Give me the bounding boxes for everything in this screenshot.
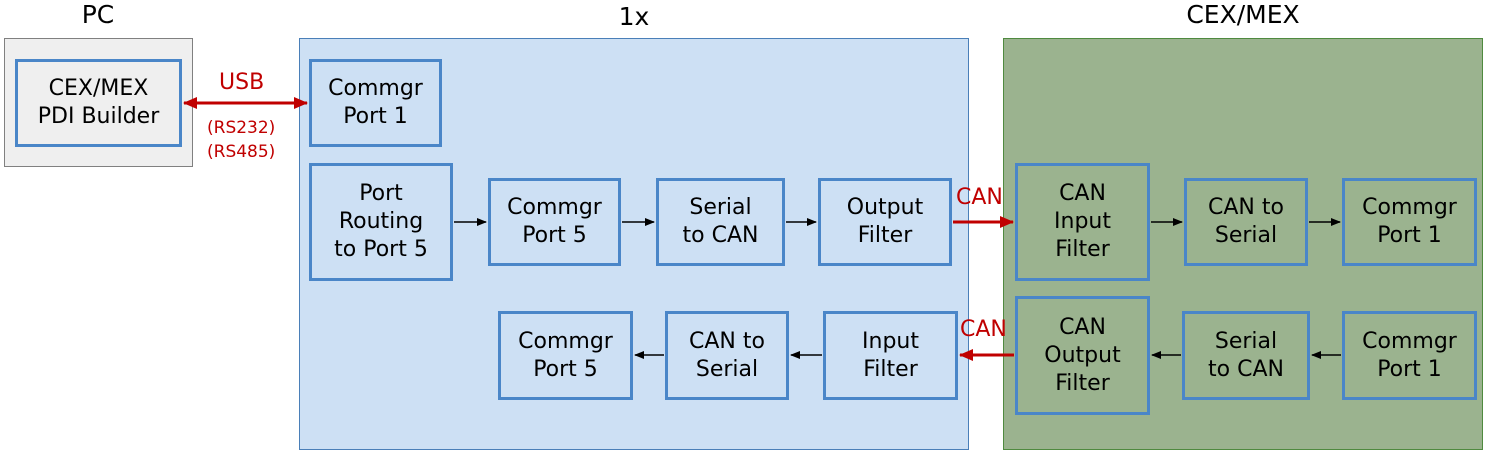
cexmex-region xyxy=(1003,38,1483,450)
rs232-label: (RS232) xyxy=(207,118,276,138)
cexmex-can-to-serial-box: CAN to Serial xyxy=(1184,178,1308,266)
onex-commgr-port5-bottom-line1: Commgr xyxy=(518,328,613,354)
can-output-filter-box: CAN Output Filter xyxy=(1015,296,1150,415)
onex-serial-to-can-line2: to CAN xyxy=(682,223,759,248)
cexmex-serial-to-can-line1: Serial xyxy=(1214,328,1278,354)
onex-commgr-port5-top-line1: Commgr xyxy=(507,195,602,220)
cexmex-commgr-port1-bottom-line2: Port 1 xyxy=(1377,356,1442,382)
input-filter-box: Input Filter xyxy=(823,311,958,400)
onex-commgr-port5-bottom-box: Commgr Port 5 xyxy=(498,311,633,400)
can-output-filter-line2: Output xyxy=(1044,342,1121,368)
onex-commgr-port1-box: Commgr Port 1 xyxy=(309,59,442,147)
onex-commgr-port5-bottom-line2: Port 5 xyxy=(533,356,598,382)
output-filter-line2: Filter xyxy=(857,223,913,248)
onex-serial-to-can-line1: Serial xyxy=(689,195,752,220)
cexmex-serial-to-can-line2: to CAN xyxy=(1208,356,1284,382)
cexmex-title: CEX/MEX xyxy=(1186,0,1300,29)
pdi-builder-box: CEX/MEX PDI Builder xyxy=(15,59,182,147)
can-input-filter-line3: Filter xyxy=(1055,237,1110,262)
pc-title: PC xyxy=(81,0,115,29)
onex-commgr-port1-line1: Commgr xyxy=(328,76,423,101)
can-output-filter-line3: Filter xyxy=(1055,370,1110,396)
pdi-builder-line1: CEX/MEX xyxy=(48,76,149,101)
onex-commgr-port5-top-box: Commgr Port 5 xyxy=(488,178,621,266)
cexmex-commgr-port1-top-line2: Port 1 xyxy=(1377,223,1442,248)
input-filter-line1: Input xyxy=(862,328,919,354)
can-output-filter-line1: CAN xyxy=(1059,314,1106,340)
cexmex-serial-to-can-box: Serial to CAN xyxy=(1182,311,1310,400)
port-routing-line2: Routing xyxy=(338,209,424,234)
rs485-label: (RS485) xyxy=(207,142,276,162)
pdi-builder-line2: PDI Builder xyxy=(37,104,160,129)
output-filter-box: Output Filter xyxy=(818,178,952,266)
input-filter-line2: Filter xyxy=(863,356,918,382)
onex-commgr-port5-top-line2: Port 5 xyxy=(522,223,587,248)
onex-can-to-serial-line2: Serial xyxy=(695,356,759,382)
cexmex-commgr-port1-bottom-box: Commgr Port 1 xyxy=(1342,311,1477,400)
can-bottom-label: CAN xyxy=(960,317,1007,342)
cexmex-can-to-serial-line1: CAN to xyxy=(1208,195,1284,220)
port-routing-line3: to Port 5 xyxy=(334,237,428,262)
onex-commgr-port1-line2: Port 1 xyxy=(343,104,408,129)
can-input-filter-line2: Input xyxy=(1054,209,1111,234)
cexmex-can-to-serial-line2: Serial xyxy=(1214,223,1278,248)
port-routing-line1: Port xyxy=(359,181,403,206)
onex-can-to-serial-box: CAN to Serial xyxy=(665,311,789,400)
port-routing-box: Port Routing to Port 5 xyxy=(309,163,453,281)
onex-can-to-serial-line1: CAN to xyxy=(689,328,765,354)
usb-label: USB xyxy=(219,70,265,95)
onex-serial-to-can-box: Serial to CAN xyxy=(656,178,785,266)
cexmex-commgr-port1-top-line1: Commgr xyxy=(1362,195,1457,220)
onex-title: 1x xyxy=(618,2,650,31)
can-top-label: CAN xyxy=(956,185,1003,210)
output-filter-line1: Output xyxy=(846,195,924,220)
can-input-filter-line1: CAN xyxy=(1059,181,1106,206)
onex-region xyxy=(299,38,969,450)
cexmex-commgr-port1-top-box: Commgr Port 1 xyxy=(1342,178,1477,266)
cexmex-commgr-port1-bottom-line1: Commgr xyxy=(1362,328,1457,354)
can-input-filter-box: CAN Input Filter xyxy=(1015,163,1150,281)
